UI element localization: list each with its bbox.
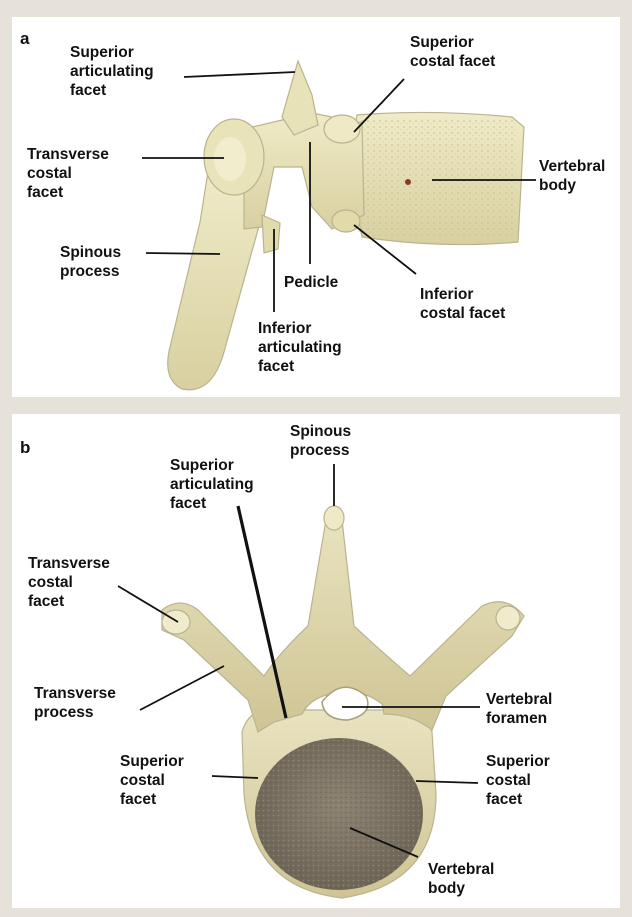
label-inferior-costal-facet-a: Inferior costal facet [420,285,505,323]
label-superior-articulating-facet-a: Superior articulating facet [70,43,154,100]
label-vertebral-body-a: Vertebral body [539,157,605,195]
inferior-articulating-facet-shape [262,215,280,253]
label-transverse-process-b: Transverse process [34,684,116,722]
label-vertebral-body-b: Vertebral body [428,860,494,898]
spinous-process-tip [324,506,344,530]
label-spinous-process-b: Spinous process [290,422,351,460]
superior-costal-facet-shape [324,115,360,143]
label-transverse-costal-facet-b: Transverse costal facet [28,554,110,611]
panel-a-letter: a [20,29,29,49]
inferior-costal-facet-shape [332,210,360,232]
label-superior-articulating-facet-b: Superior articulating facet [170,456,254,513]
label-superior-costal-facet-a: Superior costal facet [410,33,495,71]
label-superior-costal-facet-left: Superior costal facet [120,752,184,809]
label-vertebral-foramen-b: Vertebral foramen [486,690,552,728]
label-pedicle-a: Pedicle [284,273,338,292]
superior-vertebra-illustration [12,414,620,908]
label-superior-costal-facet-right: Superior costal facet [486,752,550,809]
transverse-costal-facet-shape-b [162,610,190,634]
panel-b-letter: b [20,438,30,458]
label-inferior-articulating-facet-a: Inferior articulating facet [258,319,342,376]
panel-a-lateral-view: a Superior articulating facet Superior c… [12,17,620,397]
label-transverse-costal-facet-a: Transverse costal facet [27,145,109,202]
panel-b-superior-view: b Spinous process Superior articulating … [12,414,620,908]
label-spinous-process-a: Spinous process [60,243,121,281]
